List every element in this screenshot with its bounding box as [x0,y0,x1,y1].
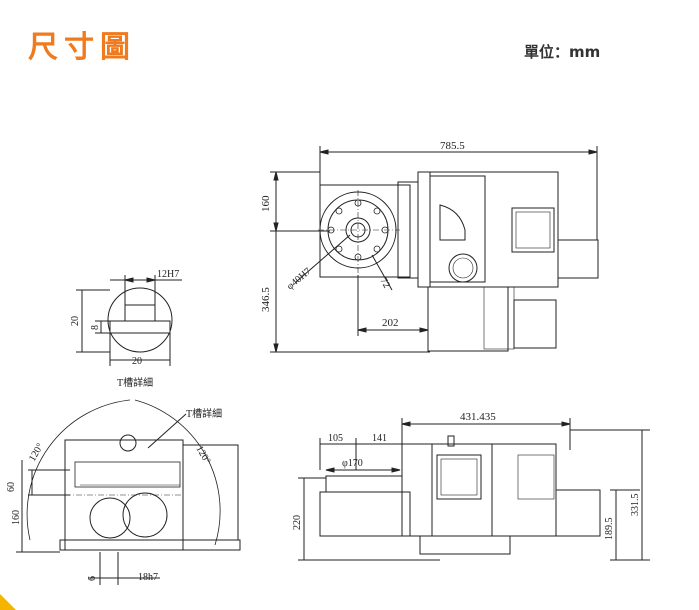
corner-accent [0,594,16,610]
dim-20-horizontal: 20 [132,356,142,367]
dim-431-435: 431.435 [460,411,496,423]
dim-6: 6 [87,576,98,581]
unit-label: 單位：mm [524,43,601,61]
dim-20-vertical: 20 [70,316,81,326]
dim-phi170: φ170 [342,458,363,469]
dim-12h7: 12H7 [157,269,179,280]
side-view: 431.435 105 141 φ170 220 [292,411,650,561]
dim-8: 8 [90,325,101,330]
t-slot-caption: T槽詳細 [117,376,153,389]
dim-220: 220 [292,515,303,530]
dim-189-5: 189.5 [604,518,615,541]
dim-bolt-circle: 72 [377,276,392,290]
dim-202: 202 [382,317,399,329]
dim-60: 60 [6,482,17,492]
dim-160-front: 160 [11,510,22,525]
dim-331-5: 331.5 [630,494,641,517]
angle-left: 120° [27,442,46,464]
dim-141: 141 [372,433,387,444]
dim-105: 105 [328,433,343,444]
page-title: 尺寸圖 [28,30,136,65]
dim-785-5: 785.5 [440,140,465,152]
top-view: 785.5 160 346.5 φ40H7 72 [260,140,599,353]
dim-bore: φ40H7 [285,266,314,292]
dim-160-top: 160 [260,195,272,212]
front-view: 120° 120° T槽詳細 160 60 6 18h7 [6,399,241,585]
t-slot-detail: 12H7 20 8 20 T槽詳細 [70,269,182,389]
t-slot-callout: T槽詳細 [186,407,222,420]
dim-18h7: 18h7 [138,572,158,583]
dim-346-5: 346.5 [260,287,272,312]
